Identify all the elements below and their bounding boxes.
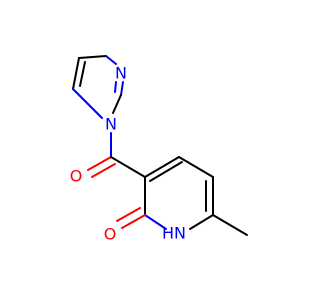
atom-pyridone-o: O: [104, 225, 117, 244]
atom-pyridone-nh: N: [174, 224, 186, 243]
molecule-structure: N N O O N H: [70, 55, 248, 244]
bond-c4-c2: [78, 55, 107, 59]
bond-c2-o-2: [116, 207, 141, 222]
bond-c2-n3: [105, 55, 117, 65]
bond-n-c2: [144, 214, 167, 230]
bond-c5-c4: [72, 57, 80, 90]
atom-imidazole-n1: N: [105, 115, 117, 134]
imidazole-ring: [72, 55, 124, 119]
bond-c2-o-1: [121, 214, 146, 229]
bond-n3-c2: [120, 81, 124, 96]
atom-carbonyl-o: O: [70, 167, 83, 186]
bond-c3-c4: [144, 156, 180, 178]
bond-c3-c4-inner: [149, 161, 183, 182]
pyridone-ring: [116, 156, 248, 236]
atom-pyridone-h: H: [162, 224, 174, 243]
bond-c6-methyl: [212, 214, 248, 236]
bond-co-double-1: [87, 156, 112, 171]
bond-n3-c2-inner: [114, 81, 117, 93]
bond-co-double-2: [91, 163, 116, 178]
bond-c6-n: [189, 214, 214, 230]
bond-c5-c4-inner: [79, 61, 86, 87]
bond-c2-n1: [112, 94, 122, 114]
bond-n1-c5: [72, 88, 103, 119]
bond-c4-c5: [178, 156, 214, 178]
atom-imidazole-n3: N: [115, 64, 127, 83]
bond-carbonyl-c3: [110, 156, 146, 178]
carbonyl-group: [87, 132, 146, 178]
